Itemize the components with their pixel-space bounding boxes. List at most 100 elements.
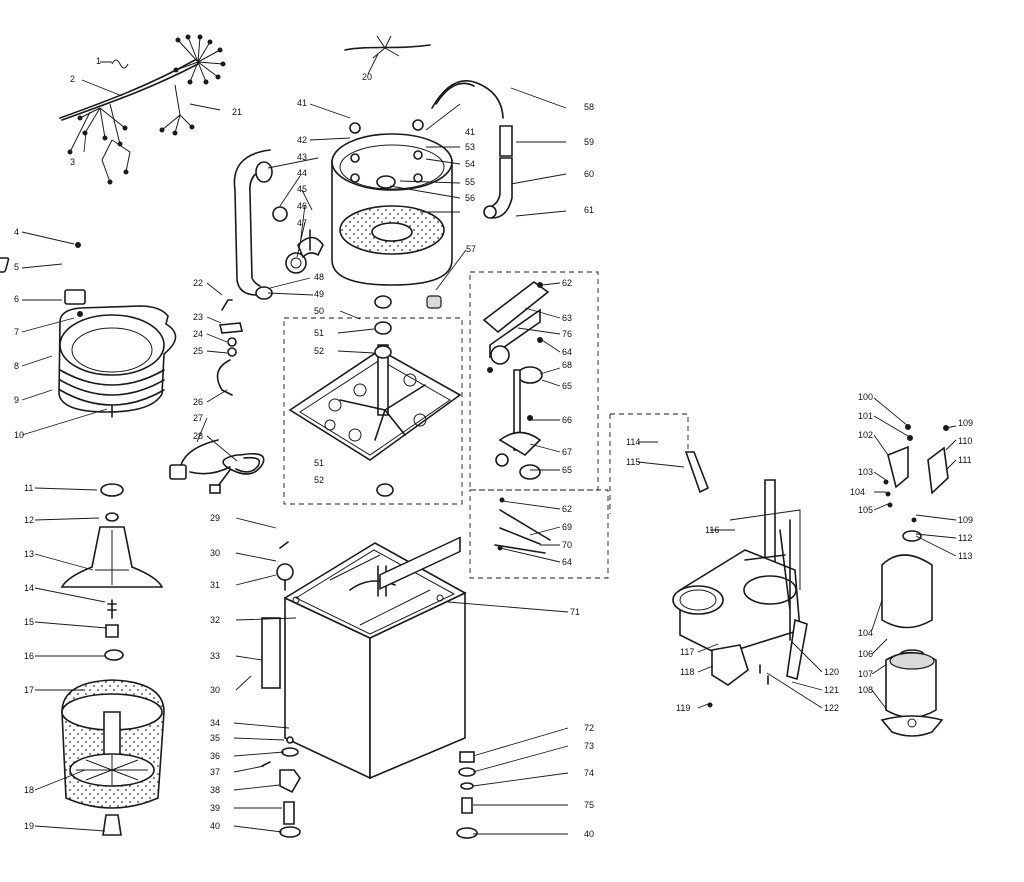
- label-55: 55: [465, 177, 475, 187]
- label-27: 27: [193, 413, 203, 423]
- label-40b: 40: [584, 829, 594, 839]
- label-51a: 51: [314, 328, 324, 338]
- label-64a: 64: [562, 347, 572, 357]
- label-68: 68: [562, 360, 572, 370]
- label-109a: 109: [958, 418, 973, 428]
- label-64b: 64: [562, 557, 572, 567]
- label-1: 1: [96, 56, 101, 66]
- label-38: 38: [210, 785, 220, 795]
- label-116: 116: [705, 525, 719, 535]
- label-11: 11: [24, 483, 33, 493]
- label-26: 26: [193, 397, 203, 407]
- label-49: 49: [314, 289, 324, 299]
- label-54: 54: [465, 159, 475, 169]
- label-69: 69: [562, 522, 572, 532]
- label-7: 7: [14, 327, 19, 337]
- label-50: 50: [314, 306, 324, 316]
- label-30a: 30: [210, 548, 220, 558]
- cabinet: [261, 536, 478, 839]
- label-39: 39: [210, 803, 220, 813]
- label-25: 25: [193, 346, 203, 356]
- label-105: 105: [858, 505, 873, 515]
- label-106: 106: [858, 649, 873, 659]
- label-24: 24: [193, 329, 203, 339]
- label-12: 12: [24, 515, 34, 525]
- label-18: 18: [24, 785, 34, 795]
- label-17: 17: [24, 685, 34, 695]
- label-2: 2: [70, 74, 75, 84]
- outer-tub: [331, 119, 453, 286]
- label-65a: 65: [562, 381, 572, 391]
- wire-jumper-20: [344, 35, 431, 59]
- label-109b: 109: [958, 515, 973, 525]
- label-21: 21: [232, 107, 242, 117]
- label-46: 46: [297, 201, 307, 211]
- drive-base-box: [283, 295, 463, 505]
- label-9: 9: [14, 395, 19, 405]
- label-10: 10: [14, 430, 24, 440]
- label-113: 113: [958, 551, 972, 561]
- label-76: 76: [562, 329, 572, 339]
- label-43: 43: [297, 152, 307, 162]
- label-32: 32: [210, 615, 220, 625]
- label-112: 112: [958, 533, 972, 543]
- label-122: 122: [824, 703, 839, 713]
- label-44: 44: [297, 168, 307, 178]
- label-51b: 51: [314, 458, 324, 468]
- cord-parts: [169, 299, 265, 494]
- label-22: 22: [193, 278, 203, 288]
- label-56: 56: [465, 193, 475, 203]
- label-35: 35: [210, 733, 220, 743]
- label-15: 15: [24, 617, 34, 627]
- label-117: 117: [680, 647, 694, 657]
- label-30b: 30: [210, 685, 220, 695]
- label-102: 102: [858, 430, 873, 440]
- label-115: 115: [626, 457, 640, 467]
- motor-assembly: [880, 424, 949, 737]
- label-73: 73: [584, 741, 594, 751]
- leader-lines: [21, 53, 957, 835]
- label-63: 63: [562, 313, 572, 323]
- label-57: 57: [466, 244, 476, 254]
- label-104a: 104: [850, 487, 865, 497]
- label-5: 5: [14, 262, 19, 272]
- label-4: 4: [14, 227, 19, 237]
- label-42: 42: [297, 135, 307, 145]
- label-23: 23: [193, 312, 203, 322]
- fill-hose: [233, 149, 324, 300]
- label-34: 34: [210, 718, 220, 728]
- label-100: 100: [858, 392, 873, 402]
- pump-hose: [431, 80, 513, 219]
- label-74: 74: [584, 768, 594, 778]
- brake-bracket-box: [469, 271, 609, 579]
- label-103: 103: [858, 467, 873, 477]
- wire-harness: [59, 34, 226, 185]
- label-16: 16: [24, 651, 34, 661]
- label-108: 108: [858, 685, 873, 695]
- label-52b: 52: [314, 475, 324, 485]
- tub-ring-assembly: [0, 242, 177, 418]
- label-48: 48: [314, 272, 324, 282]
- label-28: 28: [193, 431, 203, 441]
- label-118: 118: [680, 667, 694, 677]
- label-53: 53: [465, 142, 475, 152]
- label-29: 29: [210, 513, 220, 523]
- label-72: 72: [584, 723, 594, 733]
- label-65b: 65: [562, 465, 572, 475]
- label-71: 71: [570, 607, 580, 617]
- label-60: 60: [584, 169, 594, 179]
- label-8: 8: [14, 361, 19, 371]
- label-101: 101: [858, 411, 873, 421]
- part-labels: 1 2 3 21 20 41 41 42 43 44 45 46 47 48 4…: [14, 56, 973, 839]
- label-52a: 52: [314, 346, 324, 356]
- label-20: 20: [362, 72, 372, 82]
- label-104b: 104: [858, 628, 873, 638]
- label-66b: 66: [562, 415, 572, 425]
- label-107: 107: [858, 669, 873, 679]
- label-114: 114: [626, 437, 640, 447]
- label-62b: 62: [562, 504, 572, 514]
- label-41b: 41: [465, 127, 475, 137]
- label-33: 33: [210, 651, 220, 661]
- label-19: 19: [24, 821, 34, 831]
